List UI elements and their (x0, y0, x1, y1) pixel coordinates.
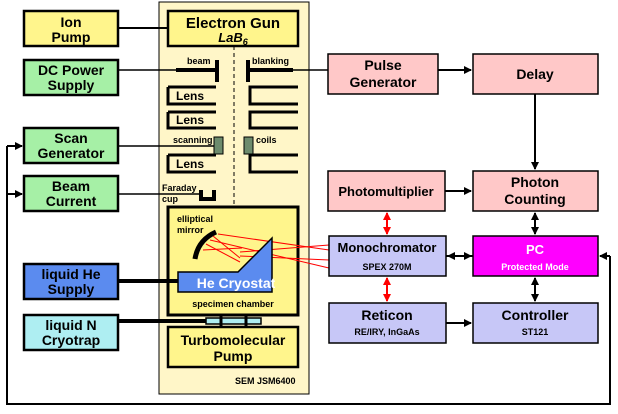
liquid-n-box: liquid N Cryotrap (22, 313, 120, 352)
svg-text:Photon: Photon (511, 174, 559, 190)
lens-right-1 (248, 85, 298, 106)
electron-gun-box (166, 9, 300, 48)
monochromator-box: Monochromator SPEX 270M (328, 235, 447, 277)
feedback-loop-line (6, 146, 611, 405)
photomultiplier-box: Photomultiplier (327, 170, 446, 212)
svg-text:Generator: Generator (350, 74, 417, 90)
turbo-pump-line2: Pump (214, 348, 253, 364)
svg-text:Lens: Lens (176, 113, 204, 127)
elliptical-mirror (192, 229, 218, 260)
dc-power-box: DC Power Supply (22, 58, 120, 97)
svg-text:liquid He: liquid He (41, 266, 100, 282)
lens-right-3 (248, 153, 298, 174)
beam-current-box: Beam Current (22, 174, 120, 213)
pc-box: PC Protected Mode (472, 235, 599, 277)
lab6-label: LaB6 (218, 30, 249, 47)
reticon-box: Reticon RE/IRY, InGaAs (328, 302, 447, 344)
scan-coil-left (213, 136, 224, 155)
svg-text:Counting: Counting (504, 191, 565, 207)
sem-model-label: SEM JSM6400 (235, 376, 296, 386)
liquid-he-box: liquid He Supply (22, 262, 120, 301)
blanking-label: blanking (252, 56, 289, 66)
scanning-label: scanning (173, 135, 213, 145)
svg-text:Supply: Supply (48, 77, 95, 93)
svg-text:Beam: Beam (52, 178, 90, 194)
controller-box: Controller ST121 (472, 302, 599, 344)
svg-text:Protected Mode: Protected Mode (501, 262, 569, 272)
svg-text:Pump: Pump (52, 29, 91, 45)
cup-label: cup (162, 194, 179, 204)
cryotrap-pipe (205, 317, 262, 325)
svg-text:Current: Current (46, 193, 97, 209)
scan-coil-right (243, 136, 254, 155)
photon-counting-box: Photon Counting (472, 170, 599, 212)
svg-text:RE/IRY, InGaAs: RE/IRY, InGaAs (354, 327, 419, 337)
he-cryostat-label: He Cryostat (197, 275, 276, 291)
faraday-label: Faraday (162, 183, 197, 193)
svg-text:SPEX 270M: SPEX 270M (362, 262, 411, 272)
svg-text:Supply: Supply (48, 281, 95, 297)
pulse-generator-box: Pulse Generator (327, 53, 439, 95)
svg-text:Pulse: Pulse (364, 57, 402, 73)
svg-text:Generator: Generator (38, 145, 105, 161)
svg-text:liquid N: liquid N (45, 317, 96, 333)
svg-text:DC Power: DC Power (38, 62, 105, 78)
svg-text:Monochromator: Monochromator (338, 240, 437, 255)
lens-left-2: Lens (166, 110, 216, 130)
svg-text:Ion: Ion (61, 14, 82, 30)
lens-right-2 (248, 110, 298, 130)
turbo-pump-line1: Turbomolecular (181, 332, 286, 348)
beam-label: beam (187, 56, 211, 66)
scan-generator-box: Scan Generator (22, 126, 120, 165)
coils-label: coils (256, 135, 277, 145)
svg-text:Cryotrap: Cryotrap (42, 332, 100, 348)
svg-text:Lens: Lens (176, 157, 204, 171)
elliptical-label: elliptical (177, 214, 213, 224)
svg-text:Reticon: Reticon (361, 307, 412, 323)
svg-text:Scan: Scan (54, 130, 87, 146)
he-cryostat-body (177, 236, 273, 293)
lens-left-1: Lens (166, 85, 216, 106)
delay-box: Delay (472, 53, 599, 95)
svg-text:Lens: Lens (176, 89, 204, 103)
svg-text:PC: PC (526, 242, 545, 257)
ion-pump-box: Ion Pump (22, 9, 120, 48)
svg-text:Controller: Controller (502, 307, 569, 323)
specimen-chamber (166, 205, 300, 317)
lens-left-3: Lens (166, 153, 216, 174)
svg-text:Photomultiplier: Photomultiplier (338, 184, 433, 199)
mirror-label: mirror (177, 225, 204, 235)
svg-text:ST121: ST121 (522, 327, 549, 337)
turbo-pump-box (166, 325, 300, 369)
electron-gun-label: Electron Gun (186, 15, 280, 32)
svg-text:Delay: Delay (516, 66, 554, 82)
specimen-chamber-label: specimen chamber (192, 299, 274, 309)
